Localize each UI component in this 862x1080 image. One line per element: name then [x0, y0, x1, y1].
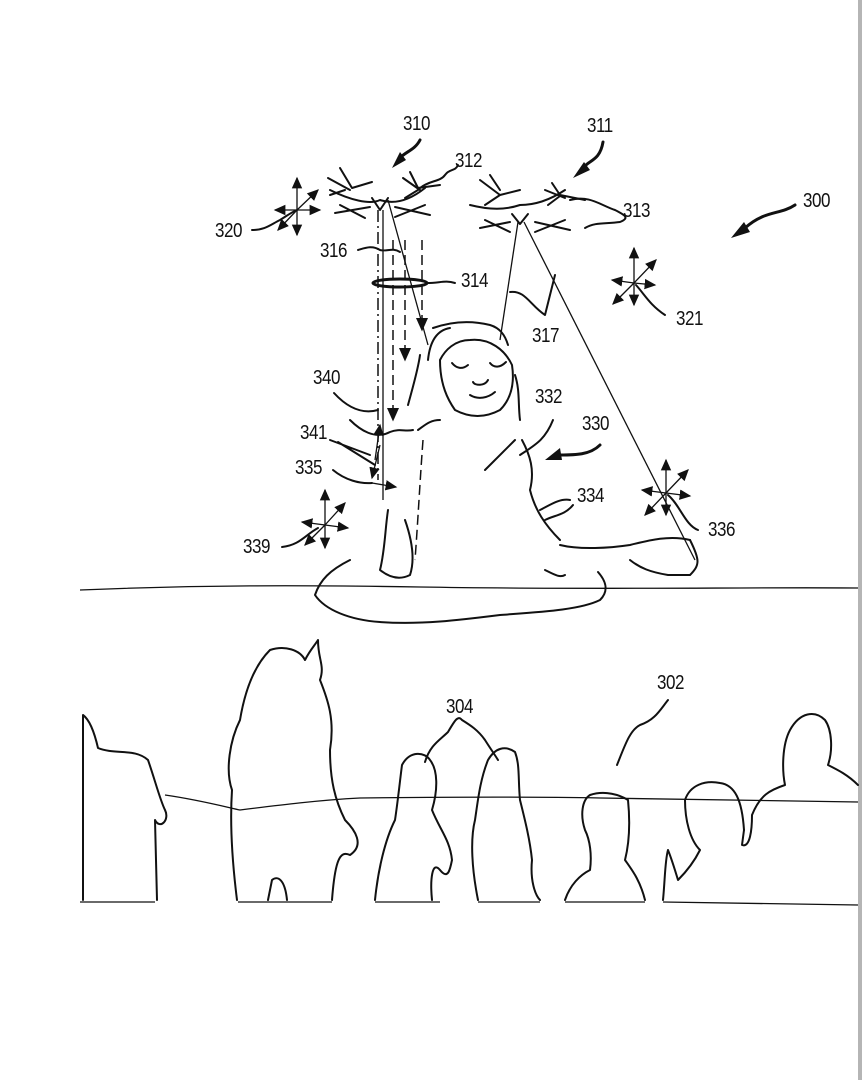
motion-arrows-body	[281, 488, 350, 550]
label-light-ring: 314	[461, 270, 489, 292]
label-motion-right-hand: 336	[708, 519, 736, 541]
label-performer-shoulder: 332	[535, 386, 563, 408]
label-motion-left-drone: 320	[215, 220, 243, 242]
label-motion-left-body: 339	[243, 536, 271, 558]
label-performer: 330	[582, 413, 610, 435]
label-performer-left-shoulder: 340	[313, 367, 341, 389]
label-light-beam-left: 316	[320, 240, 348, 262]
label-audience-area: 302	[657, 672, 685, 694]
motion-arrows-hand	[640, 458, 699, 531]
label-reflection-arrows: 341	[300, 422, 328, 444]
motion-arrows-right	[610, 246, 666, 316]
label-motion-right-drone: 321	[676, 308, 704, 330]
light-beams-left	[357, 199, 456, 500]
performer	[314, 321, 699, 624]
label-drone-right: 311	[587, 115, 613, 137]
label-audience-members: 304	[446, 696, 474, 718]
label-drone-left: 310	[403, 113, 431, 135]
label-light-beam-right: 317	[532, 325, 560, 347]
stage-floor	[79, 585, 859, 591]
audience	[80, 639, 859, 906]
label-performer-body: 334	[577, 485, 605, 507]
label-performer-left-arm: 335	[295, 457, 323, 479]
label-drone-right-body: 313	[623, 200, 651, 222]
label-drone-left-body: 312	[455, 150, 483, 172]
page-edge	[858, 0, 862, 1080]
system-pointer	[743, 203, 797, 230]
drone-right	[469, 140, 627, 233]
drone-left	[327, 138, 459, 219]
motion-arrows-left	[251, 176, 322, 237]
label-system: 300	[803, 190, 831, 212]
